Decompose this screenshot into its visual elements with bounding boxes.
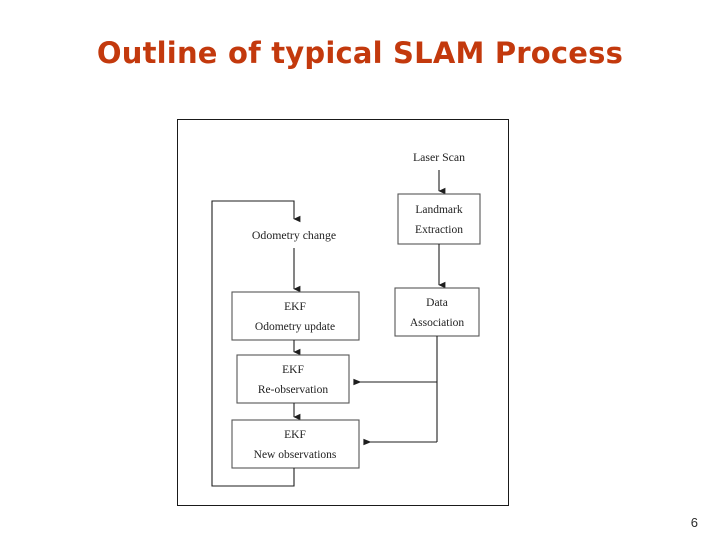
landmark-extraction-box [397, 193, 481, 245]
node-landmark-extraction: Landmark Extraction [397, 193, 481, 245]
node-odometry-change: Odometry change [252, 228, 336, 242]
landmark-extraction-line2: Extraction [415, 224, 463, 236]
data-association-box [394, 287, 480, 337]
odometry-change-label: Odometry change [252, 228, 336, 242]
node-data-association: Data Association [394, 287, 480, 337]
ekf-re-observation-line1: EKF [282, 364, 304, 376]
ekf-re-observation-line2: Re-observation [258, 384, 329, 396]
ekf-re-observation-box [236, 354, 350, 404]
laser-scan-label: Laser Scan [413, 150, 465, 164]
flowchart-svg: Laser Scan Landmark Extraction Data Asso… [211, 150, 481, 487]
ekf-new-observations-line2: New observations [254, 449, 337, 461]
data-association-line2: Association [410, 317, 465, 329]
ekf-odometry-update-line2: Odometry update [255, 321, 335, 333]
node-ekf-odometry-update: EKF Odometry update [231, 291, 360, 341]
node-ekf-new-observations: EKF New observations [231, 419, 360, 469]
page-title: Outline of typical SLAM Process [96, 36, 624, 70]
ekf-new-observations-box [231, 419, 360, 469]
page-number: 6 [690, 515, 698, 530]
ekf-odometry-update-box [231, 291, 360, 341]
node-laser-scan: Laser Scan [413, 150, 465, 164]
slam-process-flowchart: Laser Scan Landmark Extraction Data Asso… [177, 119, 509, 506]
edge-newobs-feedback-loop [211, 200, 301, 487]
ekf-new-observations-line1: EKF [284, 429, 306, 441]
landmark-extraction-line1: Landmark [415, 204, 463, 216]
data-association-line1: Data [426, 297, 448, 309]
node-ekf-re-observation: EKF Re-observation [236, 354, 350, 404]
ekf-odometry-update-line1: EKF [284, 301, 306, 313]
